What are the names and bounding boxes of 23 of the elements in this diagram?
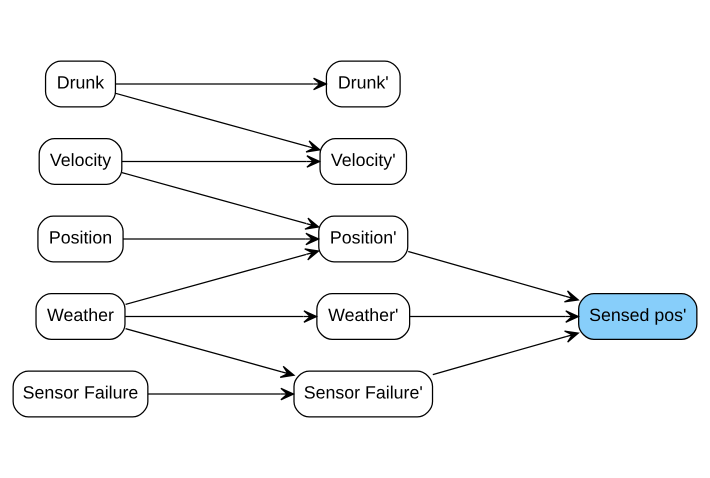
node-box: Drunk xyxy=(44,60,116,108)
arrow xyxy=(122,172,320,230)
arrow xyxy=(126,310,318,323)
node-box: Drunk' xyxy=(326,60,401,108)
node-box: Sensor Failure xyxy=(12,370,148,418)
node-box: Velocity' xyxy=(319,138,408,185)
arrow xyxy=(408,250,579,303)
node-box: Position' xyxy=(318,216,408,262)
arrow xyxy=(432,330,579,376)
arrow xyxy=(148,388,294,400)
arrow xyxy=(410,310,580,323)
node-box: Position xyxy=(37,216,124,262)
arrow xyxy=(123,232,320,246)
node-box: Weather' xyxy=(316,293,410,340)
node-box: Sensor Failure' xyxy=(293,370,434,418)
node-box: Sensed pos' xyxy=(578,293,698,340)
arrow xyxy=(122,155,320,168)
arrow xyxy=(125,248,320,306)
node-box: Velocity xyxy=(38,138,122,185)
arrow xyxy=(116,78,327,90)
node-box: Weather xyxy=(35,293,126,340)
arrow xyxy=(115,92,320,153)
arrow xyxy=(125,328,295,378)
